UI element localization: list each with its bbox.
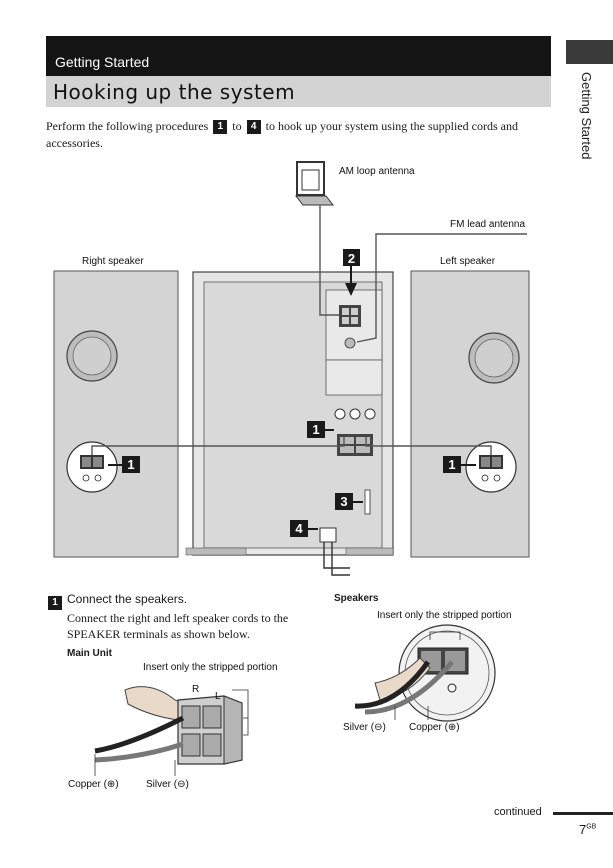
continued-label: continued — [494, 806, 542, 818]
main-unit-copper-label: Copper (⊕) — [68, 779, 119, 790]
terminal-l-label: L — [215, 691, 221, 702]
callout-box-1-right — [108, 456, 140, 473]
callout-box-1-left — [443, 456, 476, 473]
callout-box-4 — [290, 520, 318, 537]
main-unit-insert-note: Insert only the stripped portion — [143, 662, 278, 673]
speakers-insert-note: Insert only the stripped portion — [377, 610, 512, 621]
callout-3-number: 3 — [340, 494, 347, 509]
speakers-heading: Speakers — [334, 593, 379, 604]
section-header-bar — [46, 36, 551, 76]
speaker-cords — [91, 437, 492, 455]
callout-box-2 — [343, 249, 360, 296]
page-number-suffix: GB — [586, 823, 597, 831]
callout-box-1-unit — [307, 421, 334, 438]
left-speaker-label: Left speaker — [440, 256, 496, 267]
intro-to: to — [232, 119, 242, 133]
callout-box-3 — [335, 493, 363, 510]
terminal-r-label: R — [192, 684, 200, 695]
step-1-marker: 1 — [46, 594, 64, 612]
main-unit-heading: Main Unit — [67, 648, 112, 659]
page-title: Hooking up the system — [53, 80, 296, 104]
step-number-4: 4 — [246, 120, 261, 135]
step-1-number: 1 — [48, 596, 62, 611]
intro-text-1: Perform the following procedures — [46, 119, 209, 133]
title-bar — [46, 76, 551, 107]
side-tab-label: Getting Started — [579, 72, 594, 160]
intro-paragraph: Perform the following procedures 1 to 4 … — [46, 118, 541, 152]
fm-lead-antenna — [356, 233, 527, 343]
page-number: 7GB — [579, 822, 596, 837]
section-label: Getting Started — [55, 54, 150, 70]
callout-1-right-number: 1 — [127, 457, 134, 472]
speakers-copper-label: Copper (⊕) — [409, 722, 460, 733]
main-unit-terminal-illustration — [94, 686, 249, 776]
page-number-value: 7 — [579, 822, 587, 837]
intro-text-2: to hook up your system using the supplie… — [46, 119, 518, 150]
main-unit-back — [185, 271, 394, 556]
side-tab-marker — [566, 40, 613, 64]
callout-1-unit-number: 1 — [312, 422, 319, 437]
continued-rule — [553, 812, 613, 815]
speaker-terminal-illustration — [354, 624, 496, 722]
callout-4-number: 4 — [295, 521, 303, 536]
right-speaker — [53, 270, 179, 558]
step-number-1: 1 — [213, 120, 228, 135]
am-antenna-label: AM loop antenna — [339, 166, 415, 177]
am-loop-antenna — [294, 161, 339, 316]
right-speaker-label: Right speaker — [82, 256, 144, 267]
left-speaker — [410, 270, 530, 558]
step-1-body: Connect the right and left speaker cords… — [67, 611, 289, 641]
main-unit-silver-label: Silver (⊖) — [146, 779, 189, 790]
callout-1-left-number: 1 — [448, 457, 455, 472]
speakers-silver-label: Silver (⊖) — [343, 722, 386, 733]
step-1-heading: Connect the speakers. — [67, 592, 188, 606]
fm-antenna-label: FM lead antenna — [450, 219, 526, 230]
callout-2-number: 2 — [348, 251, 355, 266]
ac-power-cord — [323, 542, 350, 576]
